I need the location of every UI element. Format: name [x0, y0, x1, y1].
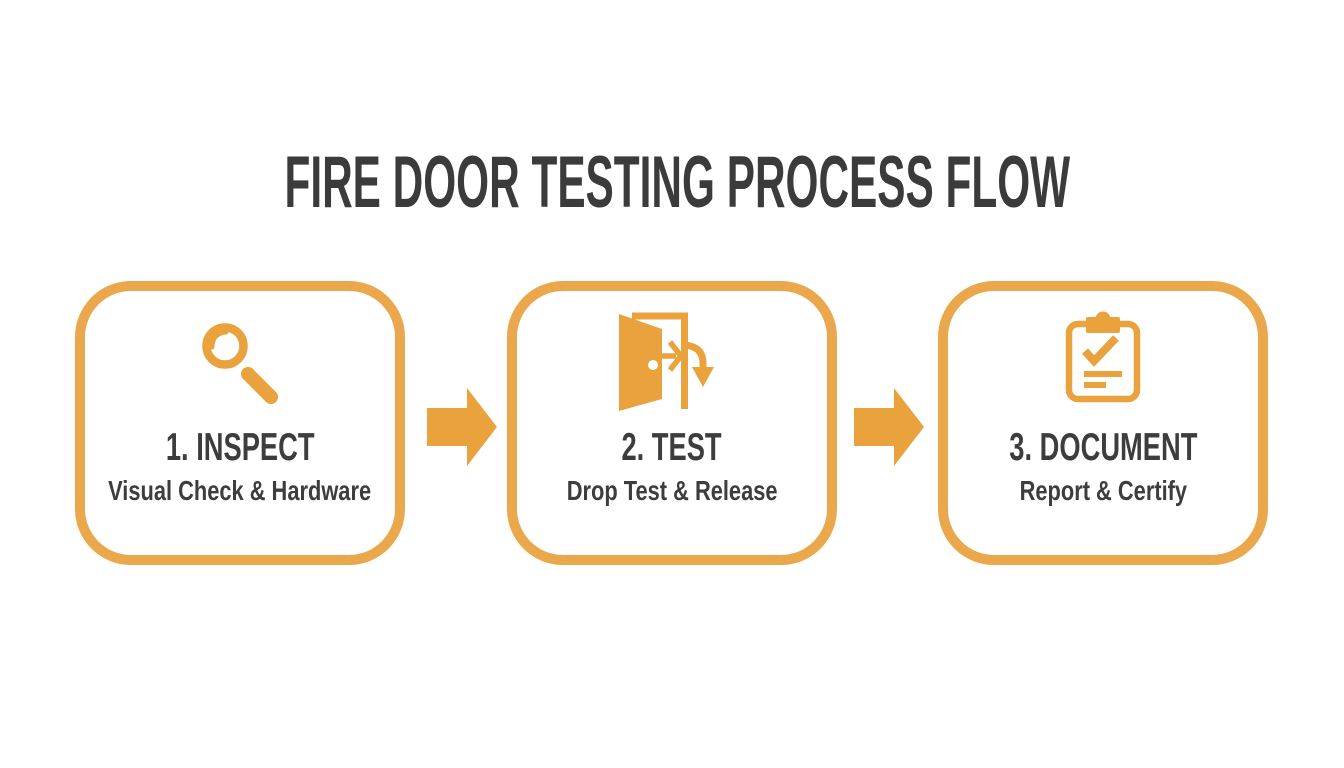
magnifier-icon: [202, 323, 278, 404]
step-card-document: 3. DOCUMENT Report & Certify: [938, 281, 1268, 565]
page-title: FIRE DOOR TESTING PROCESS FLOW: [284, 142, 1071, 223]
step-icon-wrap: [85, 321, 395, 409]
clipboard-check-icon: [1065, 311, 1141, 403]
step-icon-wrap: [948, 311, 1258, 403]
step-sublabel: Report & Certify: [1019, 475, 1187, 506]
arrow-right-icon: [427, 388, 497, 466]
step-sublabel: Drop Test & Release: [566, 475, 778, 506]
arrow-right-icon: [854, 388, 924, 466]
step-sublabel: Visual Check & Hardware: [108, 475, 372, 506]
door-test-icon: [619, 312, 714, 411]
step-label: 2. TEST: [621, 426, 723, 469]
step-icon-wrap: [517, 305, 827, 415]
step-card-test: 2. TEST Drop Test & Release: [507, 281, 837, 565]
title-row: FIRE DOOR TESTING PROCESS FLOW: [0, 146, 1344, 219]
step-card-inspect: 1. INSPECT Visual Check & Hardware: [75, 281, 405, 565]
step-label: 3. DOCUMENT: [1008, 426, 1198, 469]
step-label: 1. INSPECT: [165, 426, 315, 469]
